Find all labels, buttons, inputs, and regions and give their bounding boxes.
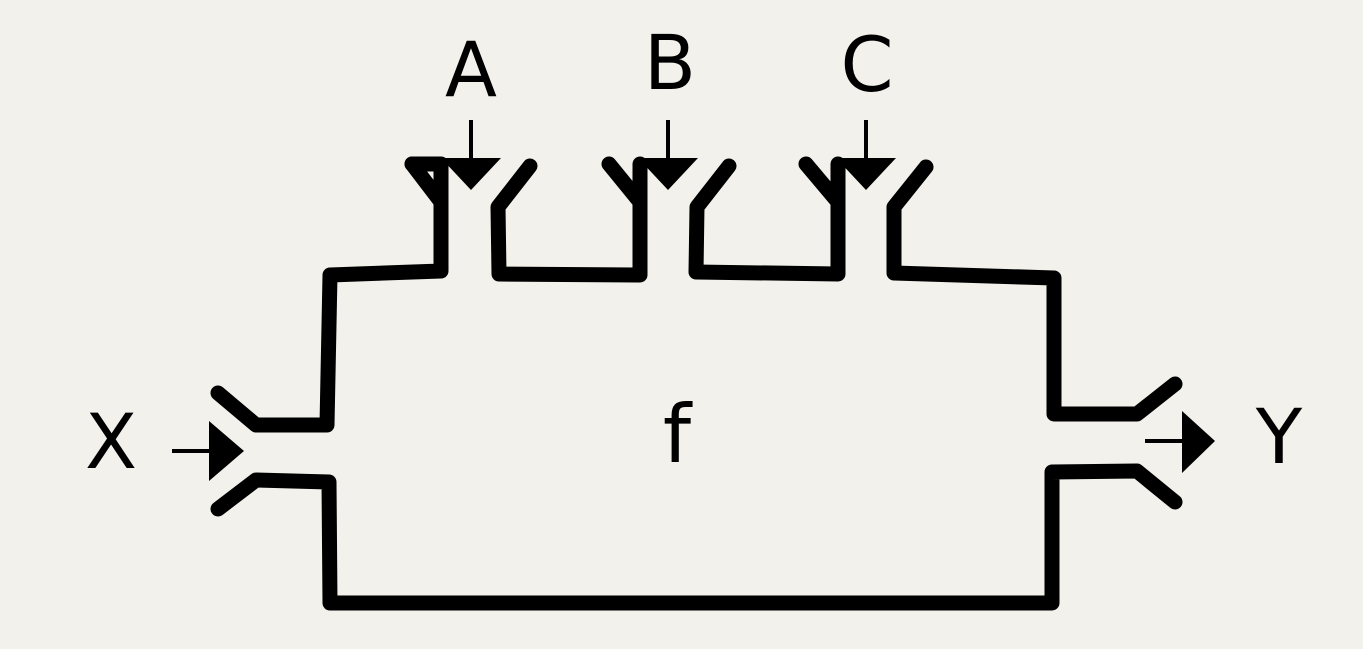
input-label-b: B	[644, 18, 696, 107]
funnel-b-left-rim	[601, 156, 648, 210]
function-block-outline	[210, 156, 1183, 611]
function-label: f	[663, 388, 693, 481]
output-label-y: Y	[1255, 392, 1303, 481]
funnel-c-left-rim	[798, 156, 846, 210]
input-arrow-x	[172, 421, 244, 481]
input-label-c: C	[840, 20, 893, 109]
output-arrow-y	[1145, 411, 1215, 473]
funnel-a-left-rim	[404, 156, 449, 210]
input-arrow-a	[441, 120, 501, 190]
input-arrow-c	[836, 120, 896, 190]
input-arrow-b	[638, 120, 698, 190]
input-label-a: A	[445, 25, 497, 114]
input-label-x: X	[85, 397, 137, 486]
